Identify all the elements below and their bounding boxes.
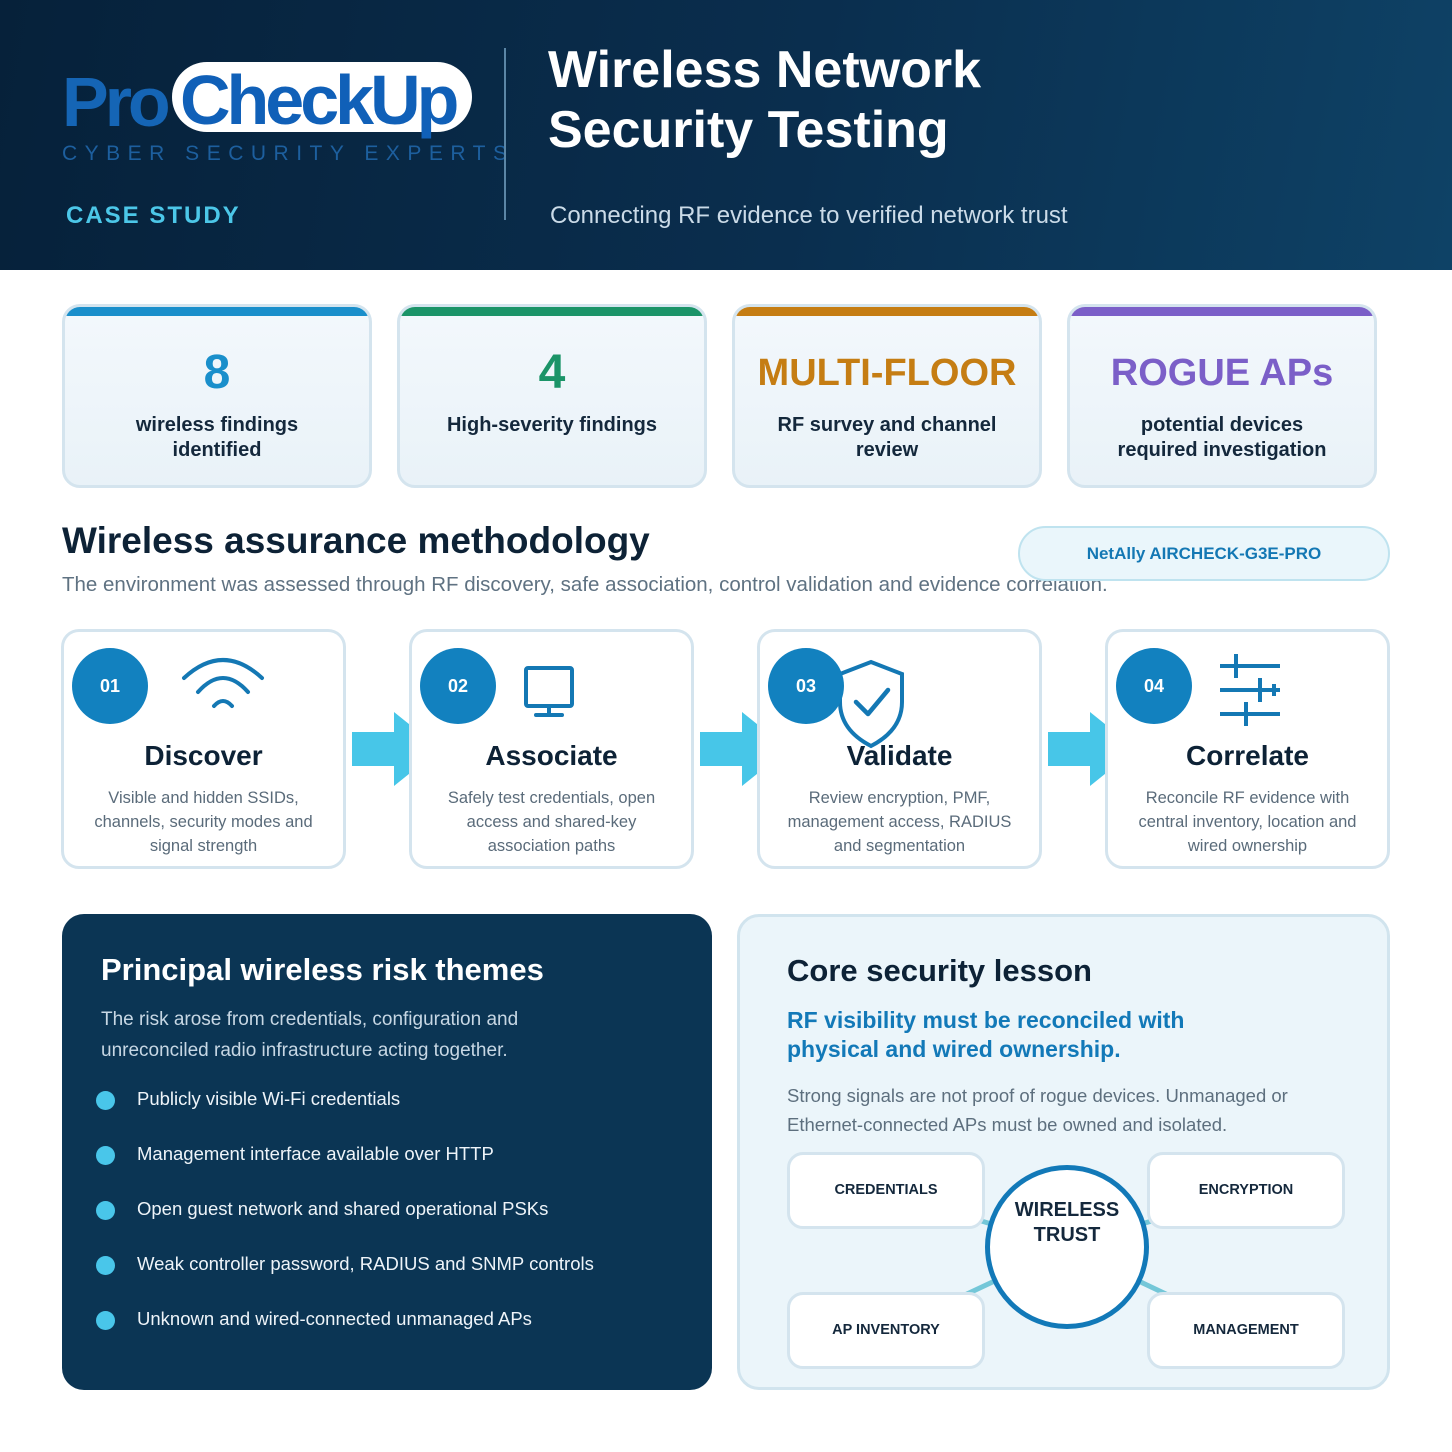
step-number: 02 <box>420 648 496 724</box>
stat-accent-bar <box>65 307 369 316</box>
stat-card-findings: 8 wireless findings identified <box>62 304 372 488</box>
arrow-right-icon <box>1048 712 1136 786</box>
stat-card-high-severity: 4 High-severity findings <box>397 304 707 488</box>
risk-title: Principal wireless risk themes <box>101 952 544 987</box>
page-title-line-1: Wireless Network <box>548 41 982 99</box>
step-card-correlate: 04 Correlate Reconcile RF evidence with … <box>1105 629 1390 869</box>
shield-check-icon <box>838 659 904 749</box>
stat-card-multi-floor: MULTI-FLOOR RF survey and channel review <box>732 304 1042 488</box>
step-card-associate: 02 Associate Safely test credentials, op… <box>409 629 694 869</box>
header-divider <box>504 48 506 220</box>
stat-value: ROGUE APs <box>1110 352 1334 394</box>
logo-pill <box>172 62 472 132</box>
page-title-line-2: Security Testing <box>548 101 949 159</box>
list-item: Publicly visible Wi-Fi credentials <box>96 1086 696 1116</box>
pillar-encryption: ENCRYPTION <box>1147 1152 1345 1229</box>
step-number: 04 <box>1116 648 1192 724</box>
step-number: 01 <box>72 648 148 724</box>
risk-subtitle: The risk arose from credentials, configu… <box>101 1009 519 1061</box>
stat-value: 4 <box>538 346 566 399</box>
list-item: Management interface available over HTTP <box>96 1141 696 1171</box>
page-subtitle: Connecting RF evidence to verified netwo… <box>550 202 1068 229</box>
list-item: Unknown and wired-connected unmanaged AP… <box>96 1306 696 1336</box>
pillar-credentials: CREDENTIALS <box>787 1152 985 1229</box>
bullet-icon <box>96 1091 115 1110</box>
stat-accent-bar <box>735 307 1039 316</box>
step-title: Correlate <box>1186 740 1309 771</box>
step-description: Reconcile RF evidence with central inven… <box>1138 789 1357 855</box>
step-card-discover: 01 Discover Visible and hidden SSIDs, ch… <box>61 629 346 869</box>
step-description: Safely test credentials, open access and… <box>447 789 656 855</box>
lesson-body: Strong signals are not proof of rogue de… <box>787 1085 1288 1135</box>
risk-item-text: Open guest network and shared operationa… <box>137 1198 549 1219</box>
bullet-icon <box>96 1146 115 1165</box>
step-title: Associate <box>485 740 618 771</box>
risk-item-text: Weak controller password, RADIUS and SNM… <box>137 1253 594 1274</box>
lesson-highlight: RF visibility must be reconciled with ph… <box>787 1007 1185 1062</box>
header-banner: Pro CheckUp CYBER SECURITY EXPERTS CASE … <box>0 0 1452 270</box>
bullet-icon <box>96 1201 115 1220</box>
stat-label: RF survey and channel review <box>777 414 997 461</box>
pillar-management: MANAGEMENT <box>1147 1292 1345 1369</box>
list-item: Weak controller password, RADIUS and SNM… <box>96 1251 696 1281</box>
stat-label: High-severity findings <box>446 414 658 436</box>
monitor-icon <box>524 666 574 717</box>
methodology-subtitle: The environment was assessed through RF … <box>62 573 1108 596</box>
step-description: Review encryption, PMF, management acces… <box>787 789 1012 855</box>
core-lesson-panel: Core security lesson RF visibility must … <box>737 914 1390 1390</box>
risk-item-text: Management interface available over HTTP <box>137 1143 494 1164</box>
risk-themes-panel: Principal wireless risk themes The risk … <box>62 914 712 1390</box>
wireless-trust-label: WIRELESS TRUST <box>1014 1199 1120 1246</box>
tool-badge: NetAlly AIRCHECK-G3E-PRO <box>1018 526 1390 581</box>
step-title: Validate <box>846 740 953 771</box>
arrow-right-icon <box>352 712 440 786</box>
bullet-icon <box>96 1311 115 1330</box>
logo-tagline: CYBER SECURITY EXPERTS <box>62 142 515 165</box>
step-description: Visible and hidden SSIDs, channels, secu… <box>94 789 313 855</box>
stat-label: wireless findings identified <box>135 414 299 461</box>
arrow-right-icon <box>700 712 788 786</box>
risk-item-text: Publicly visible Wi-Fi credentials <box>137 1088 401 1109</box>
list-item: Open guest network and shared operationa… <box>96 1196 696 1226</box>
lesson-title: Core security lesson <box>787 953 1092 988</box>
stat-label: potential devices required investigation <box>1117 414 1327 461</box>
stat-accent-bar <box>1070 307 1374 316</box>
risk-item-text: Unknown and wired-connected unmanaged AP… <box>137 1308 532 1329</box>
step-number: 03 <box>768 648 844 724</box>
logo-pro-text: Pro <box>62 63 171 141</box>
stat-accent-bar <box>400 307 704 316</box>
procheckup-logo: Pro CheckUp CYBER SECURITY EXPERTS <box>62 58 507 168</box>
page-title: Wireless Network Security Testing <box>548 40 981 160</box>
wireless-trust-hub: WIRELESS TRUST <box>985 1165 1149 1329</box>
bullet-icon <box>96 1256 115 1275</box>
sliders-icon <box>1220 654 1280 726</box>
methodology-title: Wireless assurance methodology <box>62 520 650 561</box>
wifi-icon <box>182 658 264 708</box>
stat-card-rogue-aps: ROGUE APs potential devices required inv… <box>1067 304 1377 488</box>
stat-value: 8 <box>203 346 231 399</box>
pillar-ap-inventory: AP INVENTORY <box>787 1292 985 1369</box>
logo-checkup-text: CheckUp <box>180 61 459 139</box>
step-title: Discover <box>144 740 263 771</box>
case-study-label: CASE STUDY <box>66 202 241 229</box>
step-card-validate: 03 Validate Review encryption, PMF, mana… <box>757 629 1042 869</box>
stat-value: MULTI-FLOOR <box>757 352 1017 394</box>
